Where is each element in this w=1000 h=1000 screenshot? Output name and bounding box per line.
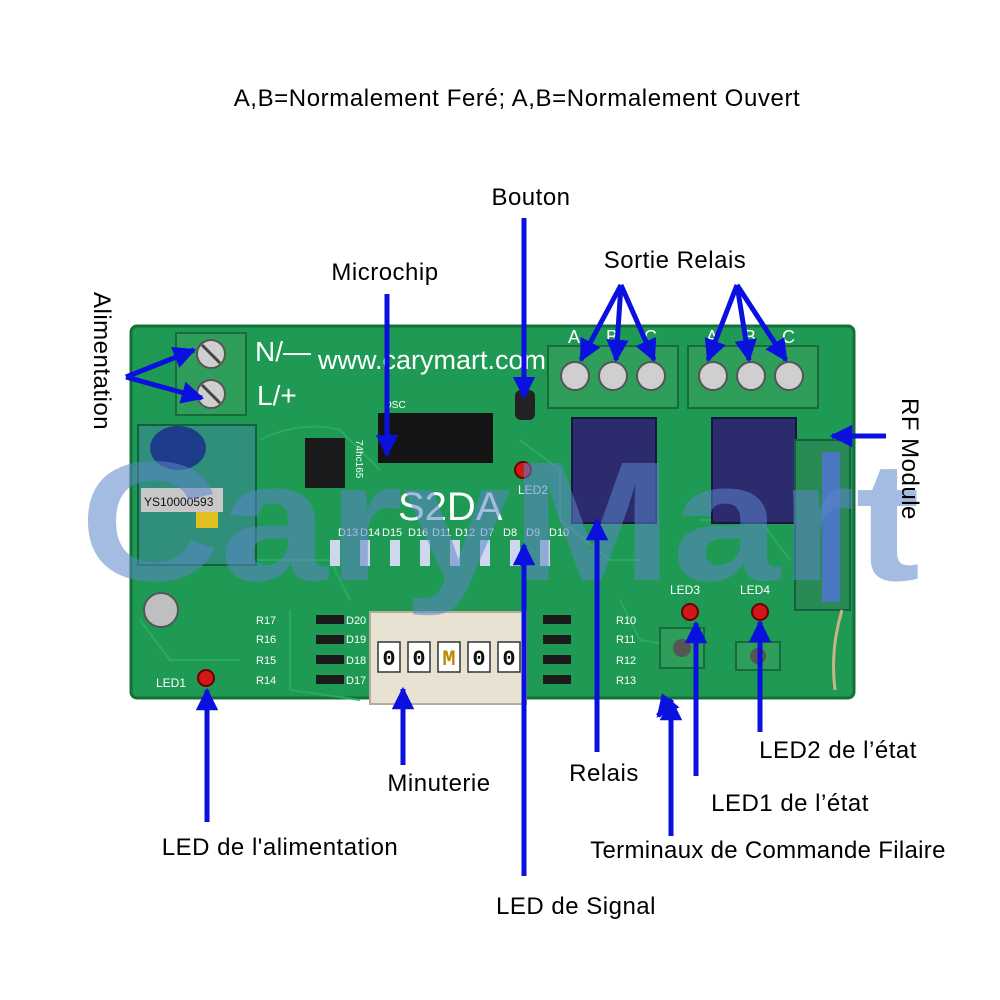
capacitor (143, 592, 179, 628)
led-label: LED4 (740, 583, 770, 597)
diode-label: D17 (346, 675, 366, 687)
led-3 (681, 603, 699, 621)
diode-label: D20 (346, 615, 366, 627)
diode-label: D7 (480, 527, 494, 539)
terminal-letter: C (782, 327, 795, 347)
diode-label: D14 (360, 527, 380, 539)
arrow-sortie-relais-1b (606, 284, 629, 363)
board-url: www.carymart.com (317, 345, 546, 375)
right-resistor-column: R10 R11 R12 R13 (616, 615, 636, 687)
power-mark-live: L/+ (257, 380, 297, 411)
watermark: CaryMart (80, 427, 920, 617)
diode-label: D13 (338, 527, 358, 539)
resistor-label: R15 (256, 655, 276, 667)
diode-label: D19 (346, 634, 366, 646)
label-bouton: Bouton (491, 184, 570, 211)
resistor-label: R17 (256, 615, 276, 627)
relay-1 (571, 417, 657, 524)
resistor-label: R14 (256, 675, 276, 687)
label-alimentation: Alimentation (88, 292, 115, 430)
left-resistors (316, 615, 344, 684)
power-supply-module: YS10000593 (137, 424, 257, 566)
label-led2-etat: LED2 de l’état (759, 737, 917, 764)
arrow-sortie-relais-2c (734, 283, 789, 362)
terminal-letter: A (568, 327, 580, 347)
label-led-signal: LED de Signal (496, 893, 656, 920)
resistor-label: R10 (616, 615, 636, 627)
label-led-alimentation: LED de l'alimentation (162, 834, 399, 861)
arrow-sortie-relais-1c (618, 283, 657, 363)
arrow-alimentation-top (125, 347, 197, 380)
timer-digit: 0 (412, 647, 425, 672)
diode-label: D9 (526, 527, 540, 539)
relay-2 (711, 417, 797, 524)
resistor-label: R11 (616, 634, 635, 646)
diode-label: D15 (382, 527, 402, 539)
timer-digit: 0 (472, 647, 485, 672)
label-sortie-relais: Sortie Relais (604, 247, 747, 274)
label-rf-module: RF Module (896, 398, 923, 520)
timer-digit: M (442, 647, 455, 672)
diode-label: D8 (503, 527, 517, 539)
diode-label: D10 (549, 527, 569, 539)
timer-digit: 0 (502, 647, 515, 672)
power-terminal-block (175, 332, 247, 416)
diagram-title: A,B=Normalement Feré; A,B=Normalement Ou… (234, 85, 801, 112)
led-2 (514, 461, 532, 479)
chip-74hc165-label: 74hc165 (353, 440, 364, 479)
resistor-label: R12 (616, 655, 636, 667)
led-label: LED2 (518, 483, 548, 497)
timer-digits: 0 0 M 0 0 (382, 647, 515, 672)
osc-label: OSC (384, 400, 406, 411)
diode-row-labels: D13 D14 D15 D16 D11 D12 D7 D8 D9 D10 (338, 527, 569, 539)
led-label: LED1 (156, 676, 186, 690)
label-relais: Relais (569, 760, 639, 787)
shift-register-chip (305, 438, 345, 488)
led-labels: LED1 LED2 LED3 LED4 (156, 483, 770, 690)
arrow-alimentation-bottom (125, 374, 205, 404)
arrow-terminaux-diag (656, 693, 680, 718)
antenna-wire (832, 609, 844, 691)
left-resistor-column: R17 R16 R15 R14 D20 D19 D18 D17 (256, 615, 366, 687)
adapter-label: YS10000593 (144, 495, 214, 509)
resistor-label: R16 (256, 634, 276, 646)
diode-label: D16 (408, 527, 428, 539)
right-resistors (543, 615, 571, 684)
arrow-sortie-relais-2b (734, 284, 757, 363)
label-led1-etat: LED1 de l’état (711, 790, 869, 817)
label-terminaux: Terminaux de Commande Filaire (590, 837, 946, 864)
led-1 (197, 669, 215, 687)
board-model: S2DA (398, 485, 503, 529)
arrow-sortie-relais-1a (578, 283, 624, 362)
resistor-label: R13 (616, 675, 636, 687)
diode-label: D18 (346, 655, 366, 667)
arrow-sortie-relais-2a (704, 284, 740, 363)
label-minuterie: Minuterie (387, 770, 490, 797)
timer-digit: 0 (382, 647, 395, 672)
relay-terminal-block-1 (547, 345, 679, 409)
annotation-arrows (125, 218, 886, 876)
led-label: LED3 (670, 583, 700, 597)
label-microchip: Microchip (331, 259, 438, 286)
diode-label: D11 (432, 527, 451, 539)
diode-label: D12 (455, 527, 475, 539)
power-mark-neutral: N/— (255, 336, 311, 367)
board-leds (197, 461, 769, 687)
